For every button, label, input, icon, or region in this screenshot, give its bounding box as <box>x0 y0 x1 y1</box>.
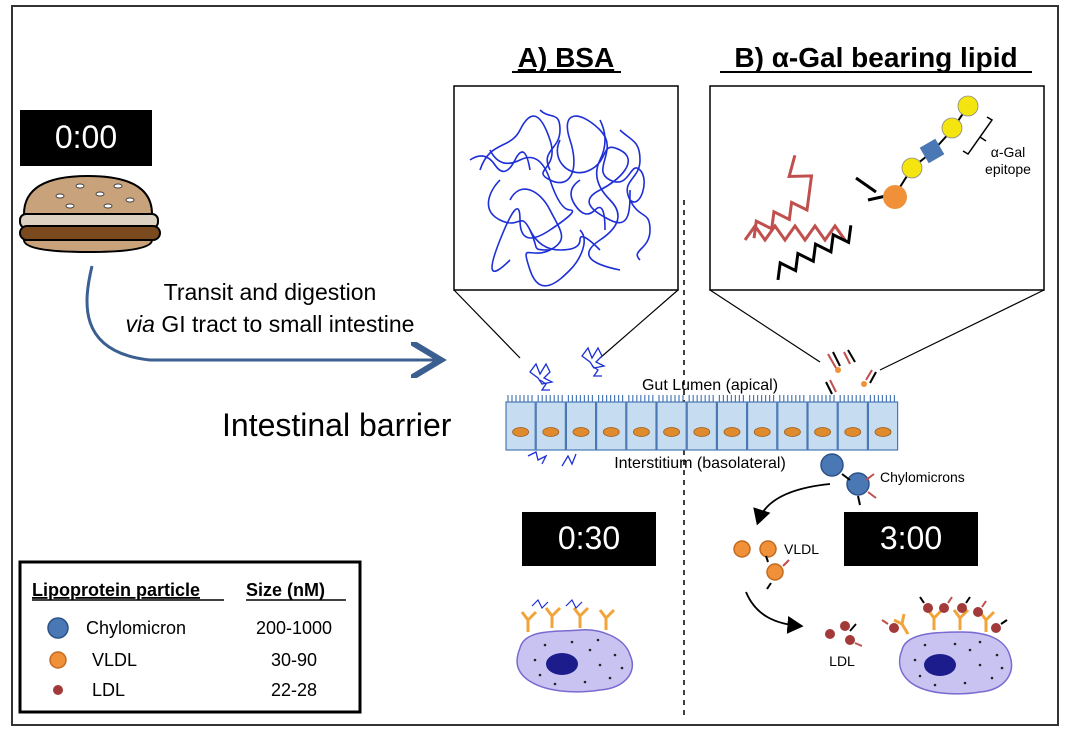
timer-start: 0:00 <box>20 110 152 166</box>
cell-nucleus <box>753 427 771 437</box>
legend-row-size: 200-1000 <box>256 618 332 638</box>
cell-nucleus <box>542 427 560 437</box>
ldl-label: LDL <box>829 653 855 669</box>
bsa-fragments-apical <box>529 346 606 391</box>
panel-b-title: B) α-Gal bearing lipid <box>734 42 1017 73</box>
bsa-box <box>453 85 679 291</box>
zoom-line-a-left <box>453 289 521 359</box>
arrow-to-vldl <box>753 483 831 526</box>
mast-cell-agal <box>881 596 1013 695</box>
bsa-protein-icon <box>469 109 651 287</box>
epithelial-cell <box>746 395 778 451</box>
epithelial-cell <box>867 395 899 451</box>
cell-nucleus <box>572 427 590 437</box>
lipid-icon <box>743 154 887 281</box>
cell-nucleus <box>693 427 711 437</box>
agal-box <box>709 85 1045 291</box>
vldl-label: VLDL <box>784 541 819 557</box>
timer-bsa-text: 0:30 <box>558 520 620 556</box>
lipid-fragments-apical <box>825 349 877 395</box>
epithelial-cell <box>626 395 657 451</box>
epithelial-cell <box>777 395 808 451</box>
legend-row-size: 22-28 <box>271 680 317 700</box>
cell-nucleus <box>723 427 741 437</box>
zoom-line-b-right <box>879 289 1045 371</box>
epithelial-cell <box>595 395 627 451</box>
cell-nucleus <box>633 427 650 437</box>
timer-agal-text: 3:00 <box>880 520 942 556</box>
hamburger-icon <box>19 174 161 254</box>
legend-header-size: Size (nM) <box>246 580 325 600</box>
cell-nucleus <box>874 427 892 437</box>
epithelial-cell <box>656 395 687 451</box>
cell-nucleus <box>663 427 680 437</box>
legend-row-name: Chylomicron <box>86 618 186 638</box>
chylomicron-particles <box>820 453 877 506</box>
cell-nucleus <box>784 427 801 437</box>
epithelial-cell <box>716 395 748 451</box>
legend-header-particle: Lipoprotein particle <box>32 580 200 600</box>
cell-nucleus <box>602 427 620 437</box>
legend-row-size: 30-90 <box>271 650 317 670</box>
cell-nucleus <box>814 427 831 437</box>
epithelial-cell <box>837 395 869 451</box>
basolateral-label: Interstitium (basolateral) <box>614 455 786 472</box>
apical-label: Gut Lumen (apical) <box>642 377 778 394</box>
cell-nucleus <box>844 427 862 437</box>
zoom-line-a-right <box>599 289 679 359</box>
cell-nucleus <box>512 427 529 437</box>
legend-row-name: VLDL <box>92 650 137 670</box>
timer-agal: 3:00 <box>844 512 978 566</box>
zoom-line-b-left <box>709 289 821 363</box>
mast-cell-bsa <box>516 598 634 693</box>
arrow-to-ldl <box>745 591 804 634</box>
epithelial-cell <box>535 395 567 451</box>
ldl-particles <box>825 621 863 647</box>
barrier-label: Intestinal barrier <box>222 407 452 443</box>
bsa-fragments-basolateral <box>527 451 577 467</box>
timer-bsa: 0:30 <box>522 512 656 566</box>
vldl-particles <box>733 540 790 590</box>
epitope-label-2: epitope <box>985 161 1031 177</box>
transit-line1: Transit and digestion <box>164 279 377 305</box>
agal-epitope-icon <box>883 95 994 209</box>
figure-border <box>11 5 1059 726</box>
epithelial-cell <box>807 395 838 451</box>
epitope-label-1: α-Gal <box>991 144 1026 160</box>
intestinal-cells <box>505 395 899 451</box>
epithelial-cell <box>686 395 718 451</box>
legend-ldl-swatch <box>53 685 63 695</box>
legend-row-name: LDL <box>92 680 125 700</box>
epithelial-cell <box>505 395 536 451</box>
legend-vldl-swatch <box>49 651 67 669</box>
epithelial-cell <box>565 395 597 451</box>
chylomicrons-label: Chylomicrons <box>880 469 965 485</box>
transit-arrow <box>85 265 438 360</box>
legend: Lipoprotein particle Size (nM) Chylomicr… <box>18 560 362 714</box>
legend-chylomicron-swatch <box>47 617 69 639</box>
timer-start-text: 0:00 <box>55 119 117 155</box>
transit-line2: via GI tract to small intestine <box>126 311 415 337</box>
panel-a-title: A) BSA <box>518 42 614 73</box>
